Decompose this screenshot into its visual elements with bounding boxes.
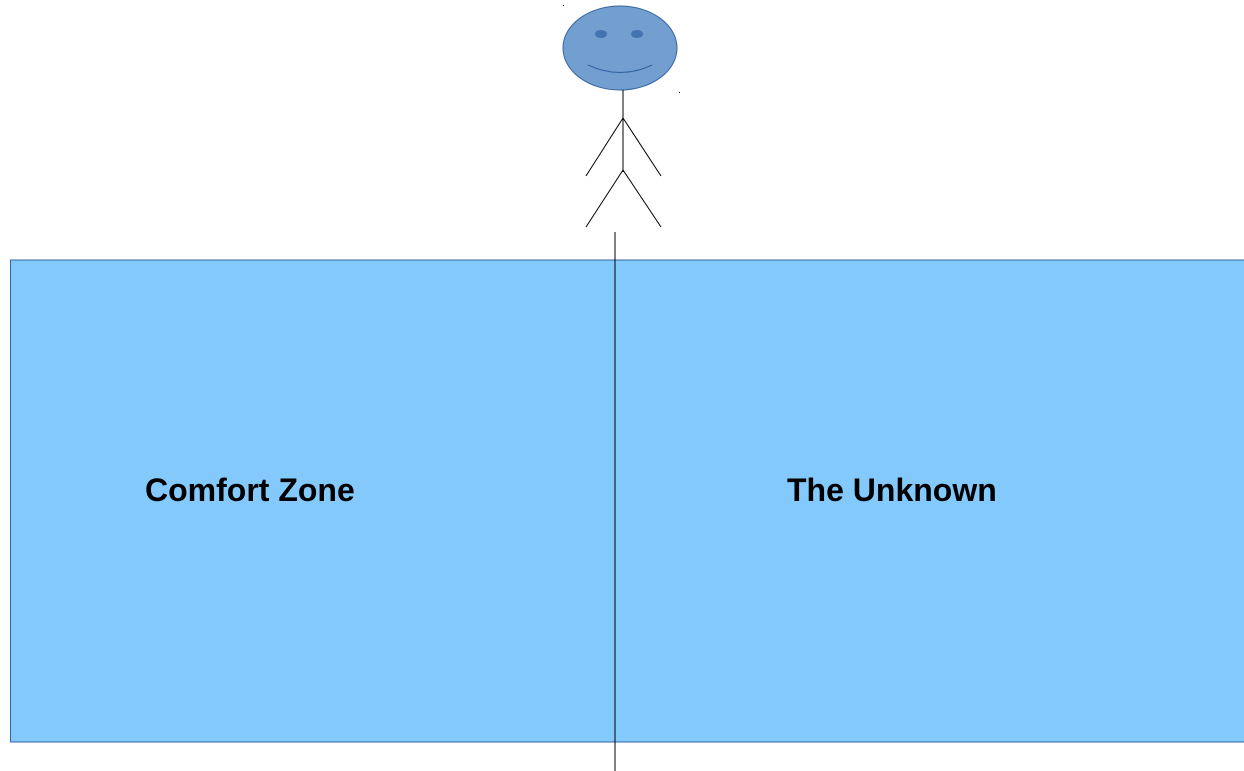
smiley-face-icon bbox=[562, 5, 678, 91]
left-eye bbox=[595, 30, 607, 38]
comfort-zone-label: Comfort Zone bbox=[145, 472, 355, 508]
speck-top-left bbox=[563, 5, 564, 6]
unknown-zone-label: The Unknown bbox=[787, 472, 997, 508]
figure-right-arm bbox=[622, 117, 662, 177]
head-circle bbox=[562, 5, 678, 91]
right-eye bbox=[631, 30, 643, 38]
figure-right-leg bbox=[622, 169, 662, 228]
mouth bbox=[587, 64, 653, 74]
figure-left-arm bbox=[585, 117, 624, 177]
zone-fill bbox=[10, 260, 1244, 742]
speck-right bbox=[679, 92, 680, 93]
figure-left-leg bbox=[585, 169, 624, 228]
stick-figure-icon bbox=[562, 5, 680, 228]
